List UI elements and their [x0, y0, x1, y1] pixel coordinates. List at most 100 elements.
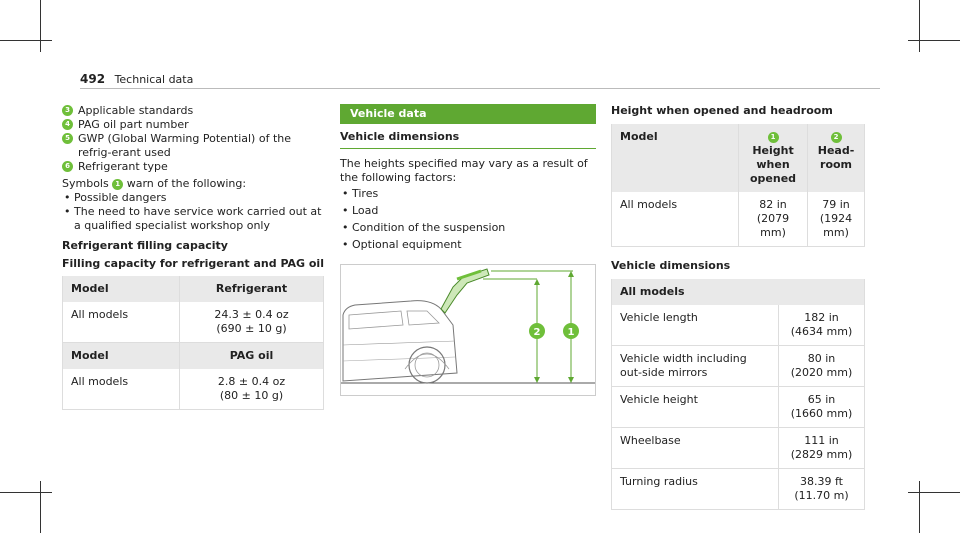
table-cell: All models — [62, 369, 180, 410]
footnote-badge: 6 — [62, 161, 73, 172]
table-header: Refrigerant — [179, 276, 324, 302]
table-cell: 80 in(2020 mm) — [778, 345, 865, 387]
value-metric: (80 ± 10 g) — [219, 389, 284, 402]
list-item: Possible dangers — [62, 191, 324, 205]
refrigerant-table: Model Refrigerant All models 24.3 ± 0.4 … — [62, 276, 324, 410]
value-imperial: 111 in — [804, 434, 839, 447]
middle-column: Vehicle data Vehicle dimensions The heig… — [340, 104, 596, 396]
factors-list: Tires Load Condition of the suspension O… — [340, 187, 596, 252]
crop-mark — [0, 492, 52, 493]
symbol-badge: 1 — [112, 179, 124, 190]
value-imperial: 80 in — [807, 352, 836, 365]
crop-mark — [919, 481, 920, 533]
value-imperial: 65 in — [807, 393, 836, 406]
left-column: 3 Applicable standards 4 PAG oil part numb… — [62, 104, 324, 410]
symbols-line: Symbols 1 warn of the following: — [62, 177, 324, 191]
table-header: Model — [611, 124, 739, 192]
vehicle-height-illustration: 2 1 — [340, 264, 596, 396]
table-cell: All models — [62, 302, 180, 343]
footnote: 5 GWP (Global Warming Potential) of the r… — [62, 132, 324, 160]
list-item: Tires — [340, 187, 596, 201]
footnote-text: Applicable standards — [78, 104, 194, 117]
value-metric: (2829 mm) — [790, 448, 853, 461]
table-cell: 24.3 ± 0.4 oz (690 ± 10 g) — [179, 302, 324, 343]
list-item: Condition of the suspension — [340, 221, 596, 235]
footnote-text: PAG oil part number — [78, 118, 189, 131]
crop-mark — [40, 0, 41, 52]
crop-mark — [919, 0, 920, 52]
crop-mark — [0, 40, 52, 41]
footnote-badge: 3 — [62, 105, 73, 116]
dimensions-table: All models Vehicle length 182 in(4634 mm… — [611, 279, 865, 510]
table-row: Vehicle height 65 in(1660 mm) — [611, 386, 865, 428]
value-imperial: 38.39 ft — [800, 475, 843, 488]
table-cell: 79 in (1924 mm) — [807, 192, 865, 247]
table-cell: 65 in(1660 mm) — [778, 386, 865, 428]
section-title: Technical data — [114, 73, 194, 86]
value-imperial: 24.3 ± 0.4 oz — [214, 308, 289, 321]
footnote-badge: 5 — [62, 133, 73, 144]
list-item: Load — [340, 204, 596, 218]
footnote: 4 PAG oil part number — [62, 118, 324, 132]
height-heading: Height when opened and headroom — [611, 104, 833, 117]
table-cell: Vehicle length — [611, 305, 779, 346]
filling-heading: Filling capacity for refrigerant and PAG… — [62, 257, 324, 270]
callout-label: 2 — [534, 327, 541, 338]
callout-badge: 2 — [830, 132, 842, 143]
crop-mark — [908, 492, 960, 493]
table-row: All models 24.3 ± 0.4 oz (690 ± 10 g) — [62, 302, 324, 343]
refrigerant-heading: Refrigerant filling capacity — [62, 239, 228, 252]
symbols-prefix: Symbols — [62, 177, 109, 190]
footnote-badge: 4 — [62, 119, 73, 130]
right-column: Height when opened and headroom Model 1 … — [611, 104, 865, 510]
table-cell: 2.8 ± 0.4 oz (80 ± 10 g) — [179, 369, 324, 410]
table-row: Wheelbase 111 in(2829 mm) — [611, 427, 865, 469]
value-metric: (1660 mm) — [790, 407, 853, 420]
footnote: 3 Applicable standards — [62, 104, 324, 118]
table-header: PAG oil — [179, 342, 324, 369]
table-cell: Turning radius — [611, 468, 779, 510]
footnote-text: Refrigerant type — [78, 160, 168, 173]
page-header: 492 Technical data — [80, 72, 193, 87]
table-row: Turning radius 38.39 ft(11.70 m) — [611, 468, 865, 510]
car-diagram-icon: 2 1 — [341, 268, 595, 384]
value-metric: (1924 mm) — [819, 212, 853, 239]
page-number: 492 — [80, 72, 106, 86]
table-cell: 111 in(2829 mm) — [778, 427, 865, 469]
table-cell: 82 in (2079 mm) — [737, 192, 808, 247]
section-bar: Vehicle data — [340, 104, 596, 124]
table-header: Model — [62, 342, 180, 369]
value-metric: (4634 mm) — [790, 325, 853, 338]
symbols-suffix: warn of the following: — [126, 177, 247, 190]
warn-list: Possible dangers The need to have servic… — [62, 191, 324, 233]
value-metric: (11.70 m) — [794, 489, 849, 502]
table-row: Vehicle width including out-side mirrors… — [611, 345, 865, 387]
value-imperial: 2.8 ± 0.4 oz — [217, 375, 286, 388]
table-cell: 182 in(4634 mm) — [778, 305, 865, 346]
table-header: Model — [62, 276, 180, 302]
footnote: 6 Refrigerant type — [62, 160, 324, 174]
table-cell: Wheelbase — [611, 427, 779, 469]
table-cell: 38.39 ft(11.70 m) — [778, 468, 865, 510]
table-cell: Vehicle width including out-side mirrors — [611, 345, 779, 387]
table-header: All models — [611, 279, 865, 305]
value-imperial: 79 in — [822, 198, 850, 211]
dims-heading: Vehicle dimensions — [611, 259, 731, 272]
value-metric: (690 ± 10 g) — [216, 322, 287, 335]
callout-label: 1 — [568, 327, 575, 338]
table-row: Vehicle length 182 in(4634 mm) — [611, 305, 865, 346]
table-cell: All models — [611, 192, 739, 247]
value-imperial: 82 in — [759, 198, 787, 211]
crop-mark — [40, 481, 41, 533]
list-item: The need to have service work carried ou… — [62, 205, 324, 233]
header-label: Height when opened — [749, 144, 797, 185]
list-item: Optional equipment — [340, 238, 596, 252]
footnote-text: GWP (Global Warming Potential) of the re… — [78, 132, 292, 159]
intro-text: The heights specified may vary as a resu… — [340, 157, 588, 184]
value-metric: (2079 mm) — [756, 212, 790, 239]
table-row: All models 82 in (2079 mm) 79 in (1924 m… — [611, 192, 865, 247]
header-divider — [80, 88, 880, 89]
value-metric: (2020 mm) — [790, 366, 853, 379]
value-imperial: 182 in — [804, 311, 839, 324]
table-row: All models 2.8 ± 0.4 oz (80 ± 10 g) — [62, 369, 324, 410]
